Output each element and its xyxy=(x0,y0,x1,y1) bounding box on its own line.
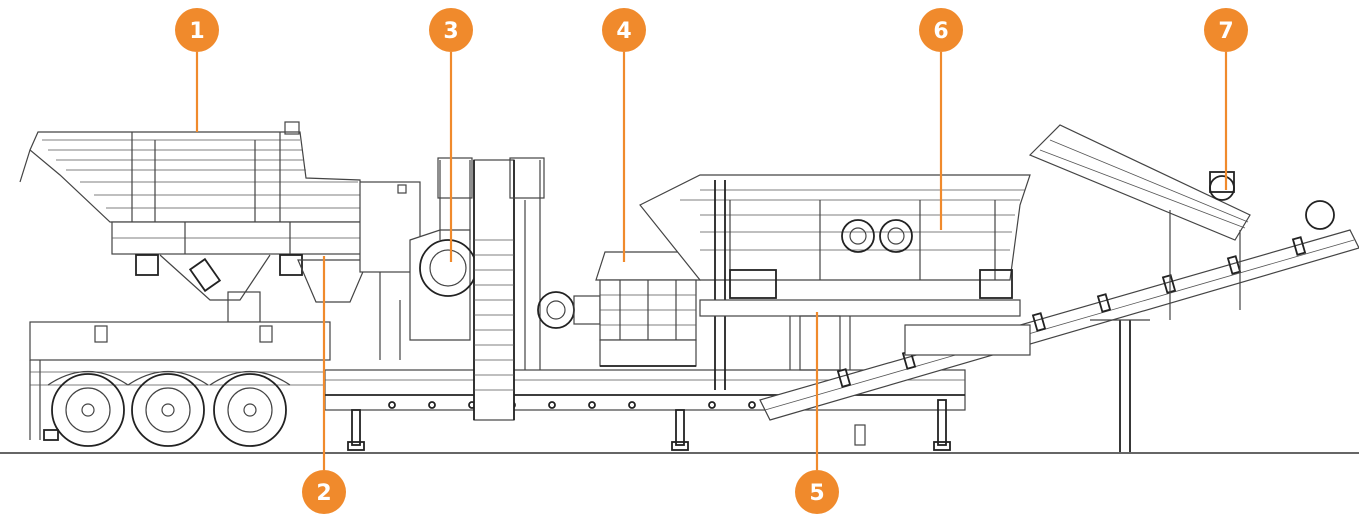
trailer-wheels xyxy=(47,370,291,447)
feed-hopper xyxy=(19,121,363,223)
callout-3: 3 xyxy=(429,8,473,52)
callout-2: 2 xyxy=(302,470,346,514)
callout-5: 5 xyxy=(795,470,839,514)
callout-2-label: 2 xyxy=(316,481,331,506)
drive-motor xyxy=(537,291,601,329)
cone-crusher xyxy=(595,251,701,367)
vibrating-screen xyxy=(639,174,1031,390)
access-ladder xyxy=(473,157,545,421)
callout-3-label: 3 xyxy=(443,19,458,44)
vibrating-feeder xyxy=(111,221,369,323)
callout-1: 1 xyxy=(175,8,219,52)
return-conveyor xyxy=(1028,124,1251,320)
conveyor-support-leg xyxy=(904,319,1150,452)
callout-4: 4 xyxy=(602,8,646,52)
leader-lines xyxy=(195,52,1228,470)
callout-6: 6 xyxy=(919,8,963,52)
callout-4-label: 4 xyxy=(616,19,631,44)
primary-crusher xyxy=(359,157,477,360)
callout-7-label: 7 xyxy=(1218,19,1233,44)
callout-1-label: 1 xyxy=(189,19,204,44)
callout-7: 7 xyxy=(1204,8,1248,52)
callout-6-label: 6 xyxy=(933,19,948,44)
trailer-chassis xyxy=(29,321,331,441)
screen-support-platform xyxy=(699,299,1021,371)
callout-5-label: 5 xyxy=(809,481,824,506)
